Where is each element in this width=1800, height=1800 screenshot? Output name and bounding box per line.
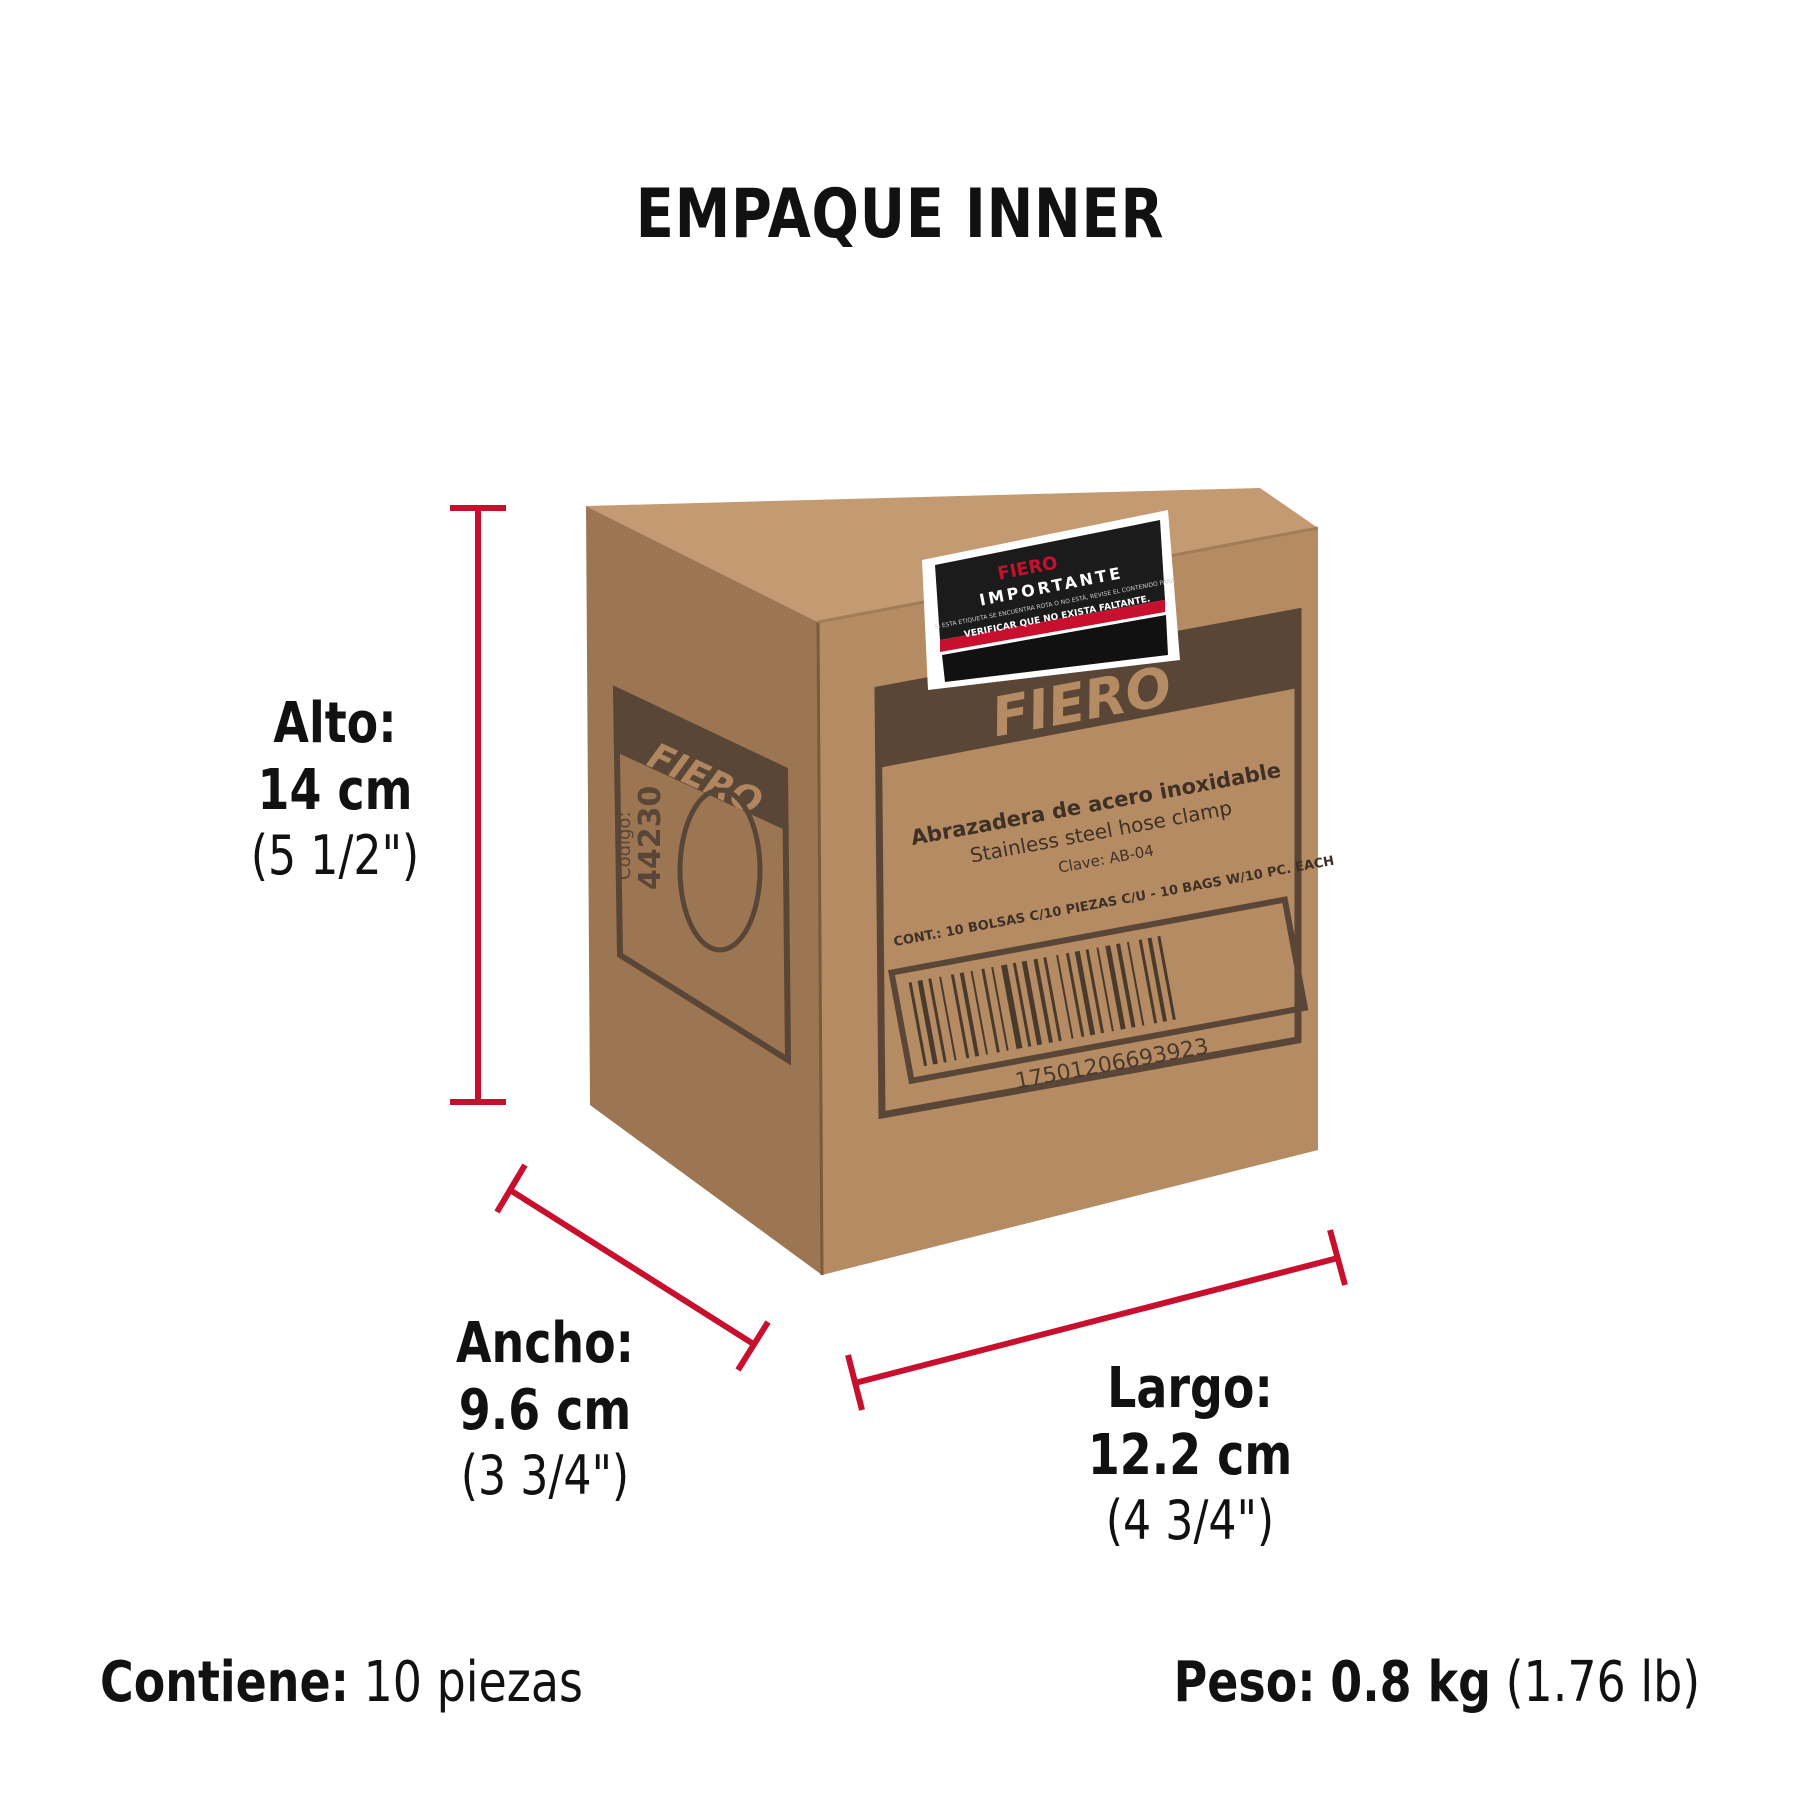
weight-info: Peso: 0.8 kg (1.76 lb) <box>1173 1650 1700 1715</box>
barcode-bar <box>981 968 1000 1053</box>
contents-info: Contiene: 10 piezas <box>100 1650 583 1715</box>
barcode-bar <box>1056 954 1074 1039</box>
barcode-bar <box>1126 941 1145 1026</box>
weight-imperial: (1.76 lb) <box>1505 1650 1700 1715</box>
security-sticker: FIERO IMPORTANTE SI ESTA ETIQUETA SE ENC… <box>922 510 1180 690</box>
barcode-bar <box>1043 957 1062 1042</box>
barcode-bar <box>1033 958 1053 1044</box>
side-print-panel <box>612 685 792 1066</box>
barcode-bar <box>1074 950 1096 1036</box>
length-marker <box>845 1229 1348 1411</box>
side-code: 44230 <box>633 786 668 890</box>
length-label: Largo: <box>1107 1356 1273 1421</box>
side-code-label: Código: <box>614 811 635 880</box>
clamp-icon <box>677 787 763 953</box>
height-value: 14 cm <box>257 758 413 824</box>
barcode-bar <box>1021 960 1043 1046</box>
barcode-bar <box>1157 935 1176 1021</box>
barcode-bar <box>1105 945 1126 1030</box>
barcode-bar <box>1116 943 1136 1028</box>
front-brand-bar <box>878 612 1298 768</box>
barcode-bar <box>917 980 938 1065</box>
width-value: 9.6 cm <box>458 1378 632 1444</box>
contents-value: 10 piezas <box>363 1650 583 1715</box>
barcode-bar <box>1138 939 1158 1024</box>
barcode-bar <box>959 972 980 1057</box>
height-marker <box>450 505 506 1105</box>
barcode-bar <box>991 966 1009 1051</box>
barcode-bar <box>928 978 947 1063</box>
barcode-bar <box>1001 964 1023 1050</box>
box-side-face <box>586 506 822 1275</box>
barcode-bar <box>1096 947 1114 1032</box>
contents-label: Contiene: <box>100 1650 349 1715</box>
weight-value: 0.8 kg <box>1330 1650 1491 1715</box>
barcode-bar <box>1085 949 1105 1034</box>
width-label: Ancho: <box>455 1311 635 1376</box>
barcode-bar <box>908 982 928 1067</box>
barcode-bar <box>1147 937 1167 1022</box>
height-dimension: Alto: 14 cm (5 1/2") <box>200 690 470 889</box>
height-label: Alto: <box>273 691 397 756</box>
barcode-bar <box>1012 962 1032 1047</box>
barcode-bar <box>1065 952 1085 1038</box>
barcode-bar <box>970 970 989 1055</box>
barcode-bar <box>939 976 957 1061</box>
page-title: EMPAQUE INNER <box>635 175 1165 254</box>
length-dimension: Largo: 12.2 cm (4 3/4") <box>1040 1355 1340 1554</box>
length-imperial: (4 3/4") <box>1105 1489 1275 1553</box>
width-imperial: (3 3/4") <box>460 1444 630 1508</box>
barcode-bar <box>950 974 970 1059</box>
weight-label: Peso: <box>1173 1650 1316 1715</box>
width-marker <box>494 1163 771 1372</box>
height-imperial: (5 1/2") <box>250 824 420 888</box>
length-value: 12.2 cm <box>1087 1423 1293 1489</box>
width-dimension: Ancho: 9.6 cm (3 3/4") <box>395 1310 695 1509</box>
